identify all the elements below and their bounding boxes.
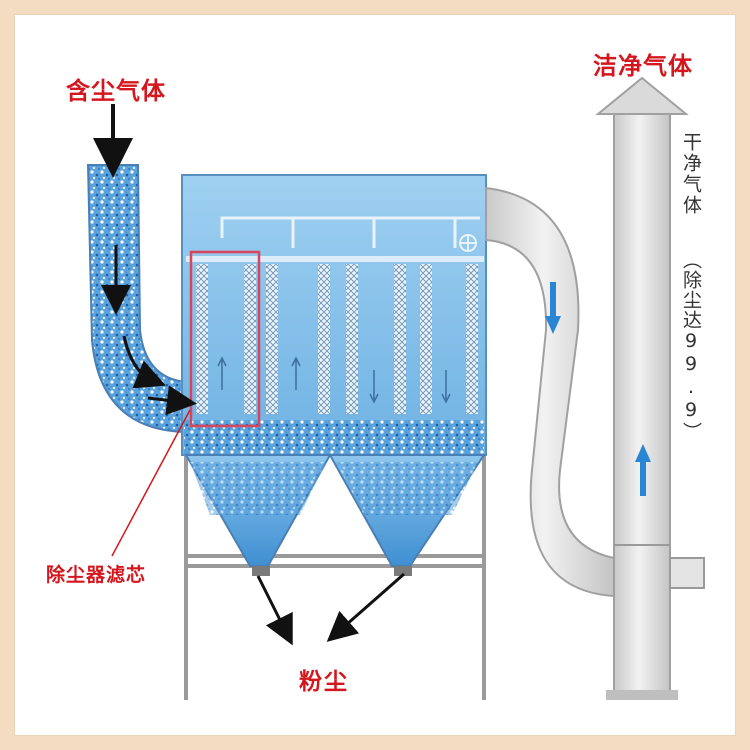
exhaust-stack bbox=[613, 111, 671, 699]
filter-core-label: 除尘器滤芯 bbox=[46, 564, 147, 586]
flow-arrows bbox=[93, 104, 405, 646]
dusty-gas-label: 含尘气体 bbox=[66, 77, 166, 105]
pulse-pipe bbox=[220, 216, 480, 248]
support-frame bbox=[184, 450, 486, 700]
dry-gas-label: 干净气体 bbox=[680, 132, 702, 216]
fan-motor bbox=[669, 557, 705, 589]
efficiency-note: （除尘达99.9） bbox=[680, 250, 702, 442]
filter-cartridges bbox=[196, 264, 478, 414]
inlet-duct bbox=[86, 164, 187, 434]
clean-gas-label: 洁净气体 bbox=[593, 52, 693, 80]
hopper-outlet-left bbox=[252, 566, 270, 576]
hopper-outlet-right bbox=[394, 566, 412, 576]
stack-base bbox=[606, 690, 678, 700]
dust-label: 粉尘 bbox=[299, 669, 349, 695]
filter-core-pointer bbox=[111, 409, 191, 557]
filter-core-highlight bbox=[189, 250, 261, 428]
tube-sheet bbox=[186, 256, 484, 262]
outlet-duct bbox=[485, 186, 615, 598]
stack-cap bbox=[595, 76, 689, 115]
clean-flow-arrows bbox=[545, 282, 651, 496]
